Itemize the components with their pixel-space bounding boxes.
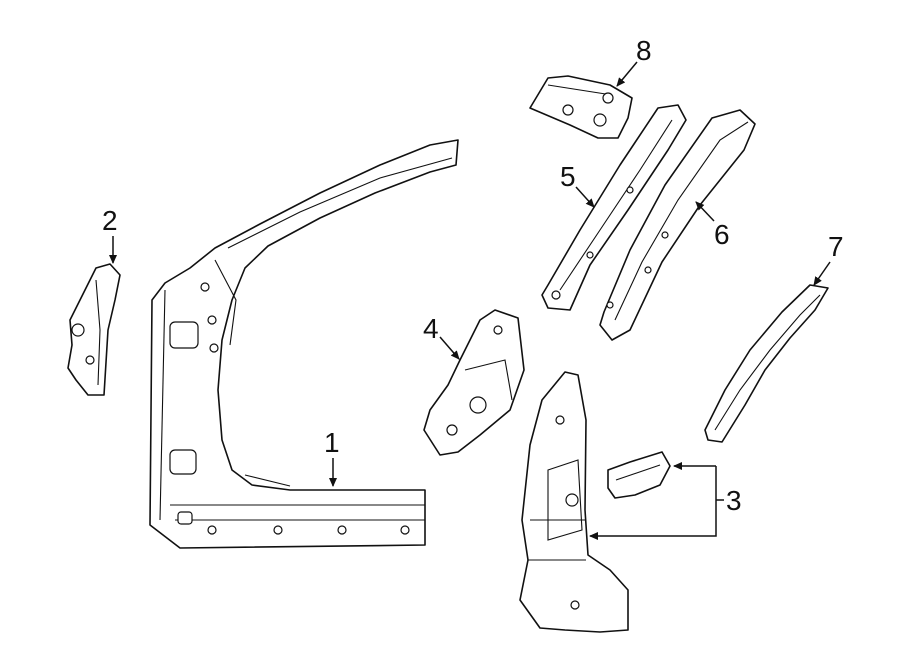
leader-5: [575, 186, 595, 208]
callout-1: 1: [324, 427, 340, 458]
part-2-hinge-reinforcement: [67, 263, 121, 396]
callout-labels: 1 2 3 4 5 6 7 8: [102, 35, 844, 516]
callout-2: 2: [102, 205, 118, 236]
part-3-small-bracket: [607, 451, 671, 499]
callout-3: 3: [726, 485, 742, 516]
leader-7: [813, 261, 831, 286]
part-8-upper-bracket: [529, 75, 633, 139]
part-3-lower-pillar: [519, 371, 629, 633]
callout-4: 4: [423, 313, 439, 344]
part-4-bracket: [423, 309, 525, 456]
part-6-rail-outer: [599, 109, 756, 341]
callout-5: 5: [560, 161, 576, 192]
leader-8: [616, 61, 638, 87]
part-7-curved-strip: [704, 284, 829, 443]
leader-6: [695, 201, 715, 222]
callout-7: 7: [828, 231, 844, 262]
callout-8: 8: [636, 35, 652, 66]
leader-3-bracket: [589, 466, 717, 540]
part-1-body-side-aperture: [149, 139, 459, 549]
part-5-rail-inner: [541, 104, 687, 311]
callout-6: 6: [714, 219, 730, 250]
leader-4: [439, 336, 460, 360]
leader-lines: [109, 61, 831, 540]
